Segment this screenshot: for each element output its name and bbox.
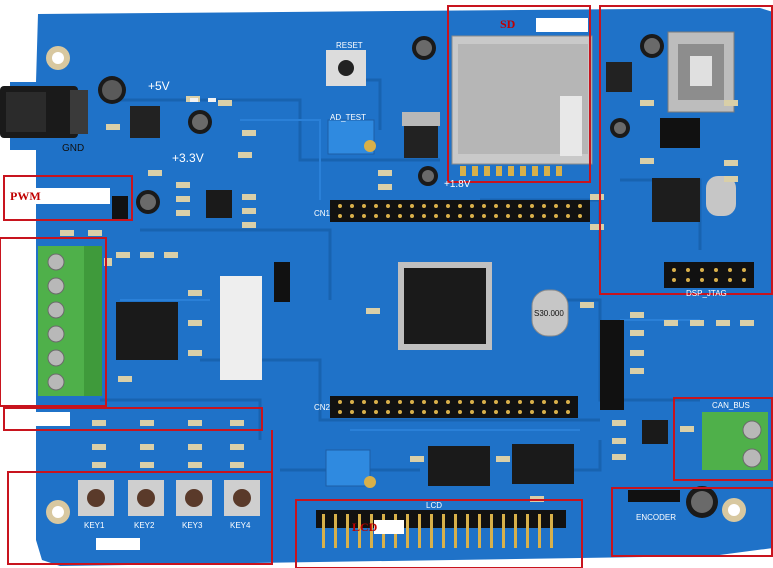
main-mcu-chip <box>398 262 492 350</box>
pwm-annotation: PWM <box>10 189 41 203</box>
dc-power-jack <box>0 86 88 138</box>
crystal-label: S30.000 <box>534 309 564 318</box>
usb-connector <box>667 31 735 113</box>
main-crystal <box>531 289 569 337</box>
silk-plus1v8: +1.8V <box>444 179 471 190</box>
pwm-header <box>112 196 128 220</box>
annotation-lines <box>271 293 772 472</box>
encoder-header <box>628 490 680 502</box>
silk-plus3v3: +3.3V <box>172 151 204 165</box>
j3-header <box>274 262 290 302</box>
silk-cn1: CN1 <box>314 209 331 218</box>
label-masks <box>8 18 588 550</box>
potentiometers <box>325 119 376 488</box>
cn2-header <box>330 396 578 418</box>
sd-card-slot <box>451 35 593 176</box>
silk-key2: KEY2 <box>134 521 155 530</box>
cn1-pins <box>338 204 582 218</box>
header-2x3 <box>660 118 700 148</box>
voltage-regulators <box>130 62 632 158</box>
silk-ad-test: AD_TEST <box>330 113 367 122</box>
dsp-header-strip <box>600 320 624 410</box>
silk-dsp-jtag: DSP_JTAG <box>686 289 727 298</box>
leds <box>190 98 216 102</box>
silk-key1: KEY1 <box>84 521 105 530</box>
silk-gnd: GND <box>62 143 85 154</box>
sd-annotation: SD <box>500 17 516 31</box>
push-buttons <box>78 480 260 516</box>
crystal-right <box>706 176 736 216</box>
silk-reset: RESET <box>336 41 363 50</box>
terminal-block-left <box>38 246 102 396</box>
silk-key3: KEY3 <box>182 521 203 530</box>
smd-components <box>60 96 754 502</box>
silk-encoder: ENCODER <box>636 513 677 522</box>
jtag-header <box>664 262 754 288</box>
cn2-pins <box>338 400 570 414</box>
silk-can-bus: CAN_BUS <box>712 401 750 410</box>
pcb-traces-light <box>120 119 700 431</box>
cn1-header <box>330 200 590 222</box>
silk-lcd: LCD <box>426 501 443 510</box>
terminal-block-can <box>702 412 768 470</box>
silk-cn2: CN2 <box>314 403 331 412</box>
usb-chip <box>652 178 700 222</box>
jtag-pins <box>672 268 746 282</box>
lcd-annotation: LCD <box>352 520 378 534</box>
reset-button <box>326 50 366 86</box>
silk-key4: KEY4 <box>230 521 251 530</box>
silk-plus5v: +5V <box>148 79 170 93</box>
soic-chips <box>116 190 668 486</box>
resistor-pack <box>220 276 262 380</box>
electrolytic-capacitors <box>98 34 718 518</box>
